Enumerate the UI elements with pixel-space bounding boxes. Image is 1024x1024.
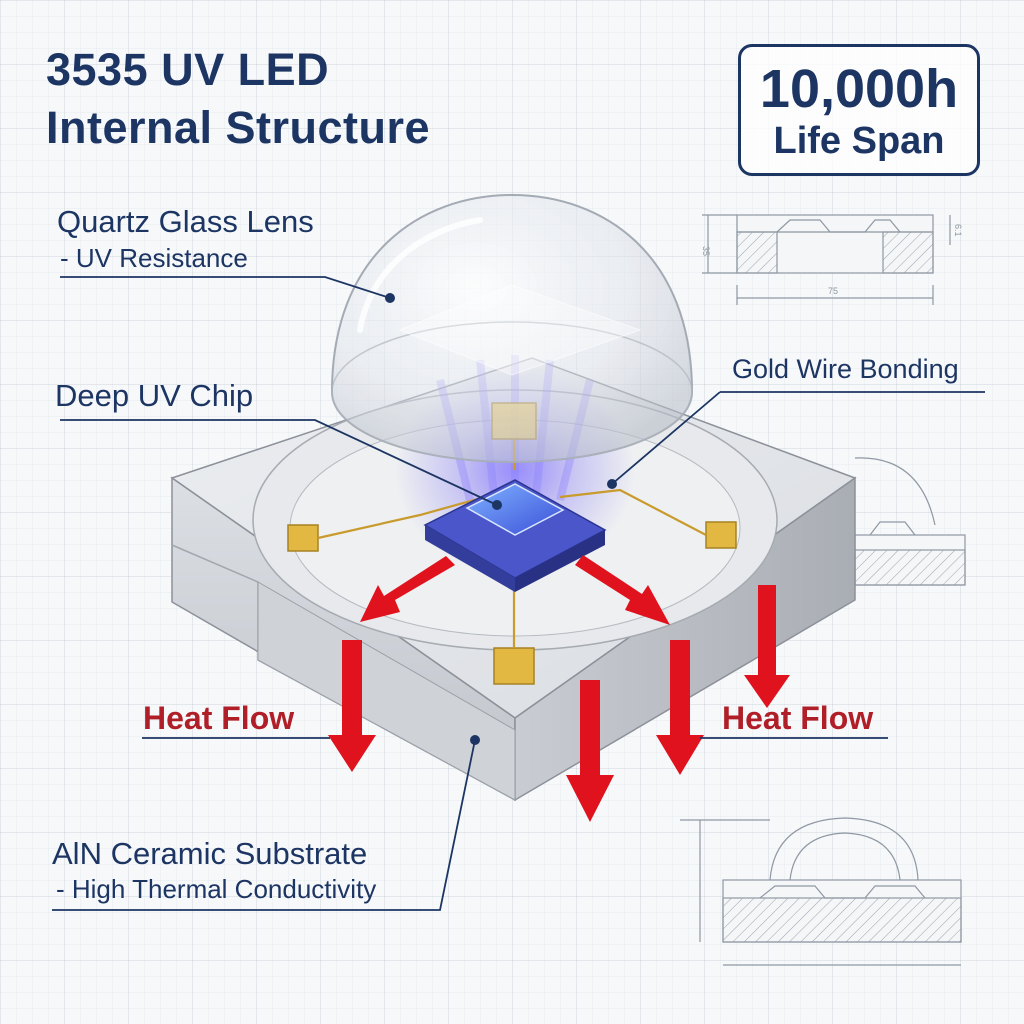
- tech-drawing-top: [702, 214, 951, 305]
- heat-arrow-down-2: [566, 680, 614, 822]
- dim-width: 75: [828, 286, 838, 296]
- leader-lines: [52, 276, 985, 911]
- heat-arrow-down-1: [328, 640, 376, 772]
- leader-dots: [385, 293, 617, 745]
- substrate-label: AlN Ceramic Substrate: [52, 836, 368, 871]
- wire-label: Gold Wire Bonding: [732, 354, 959, 384]
- uv-chip-die: [465, 483, 565, 536]
- heat-flow-label-right: Heat Flow: [722, 700, 874, 736]
- dim-height-left: 35: [701, 246, 711, 256]
- heat-flow-label-left: Heat Flow: [143, 700, 295, 736]
- substrate-sublabel: - High Thermal Conductivity: [56, 874, 377, 904]
- tech-drawing-middle: [854, 457, 966, 586]
- heat-arrows: [328, 555, 790, 822]
- life-span-badge: 10,000h Life Span: [738, 44, 980, 176]
- heat-arrow-down-3: [656, 640, 704, 775]
- page-title-line-2: Internal Structure: [46, 102, 431, 153]
- lens-sublabel: - UV Resistance: [60, 243, 248, 273]
- life-span-value: 10,000h: [759, 59, 959, 119]
- dim-height-right: 6.1: [953, 224, 963, 237]
- gold-pad-right: [705, 521, 737, 549]
- heat-arrow-diag-left: [360, 556, 455, 622]
- gold-pad-left: [287, 524, 319, 552]
- heat-arrow-down-4: [744, 585, 790, 708]
- lens-label: Quartz Glass Lens: [57, 204, 314, 239]
- heat-arrow-diag-right: [575, 555, 670, 625]
- gold-pad-bottom: [493, 647, 535, 685]
- tech-drawing-bottom: [680, 817, 962, 966]
- page-title-line-1: 3535 UV LED: [46, 44, 330, 95]
- life-span-label: Life Span: [773, 120, 945, 162]
- chip-label: Deep UV Chip: [55, 378, 254, 413]
